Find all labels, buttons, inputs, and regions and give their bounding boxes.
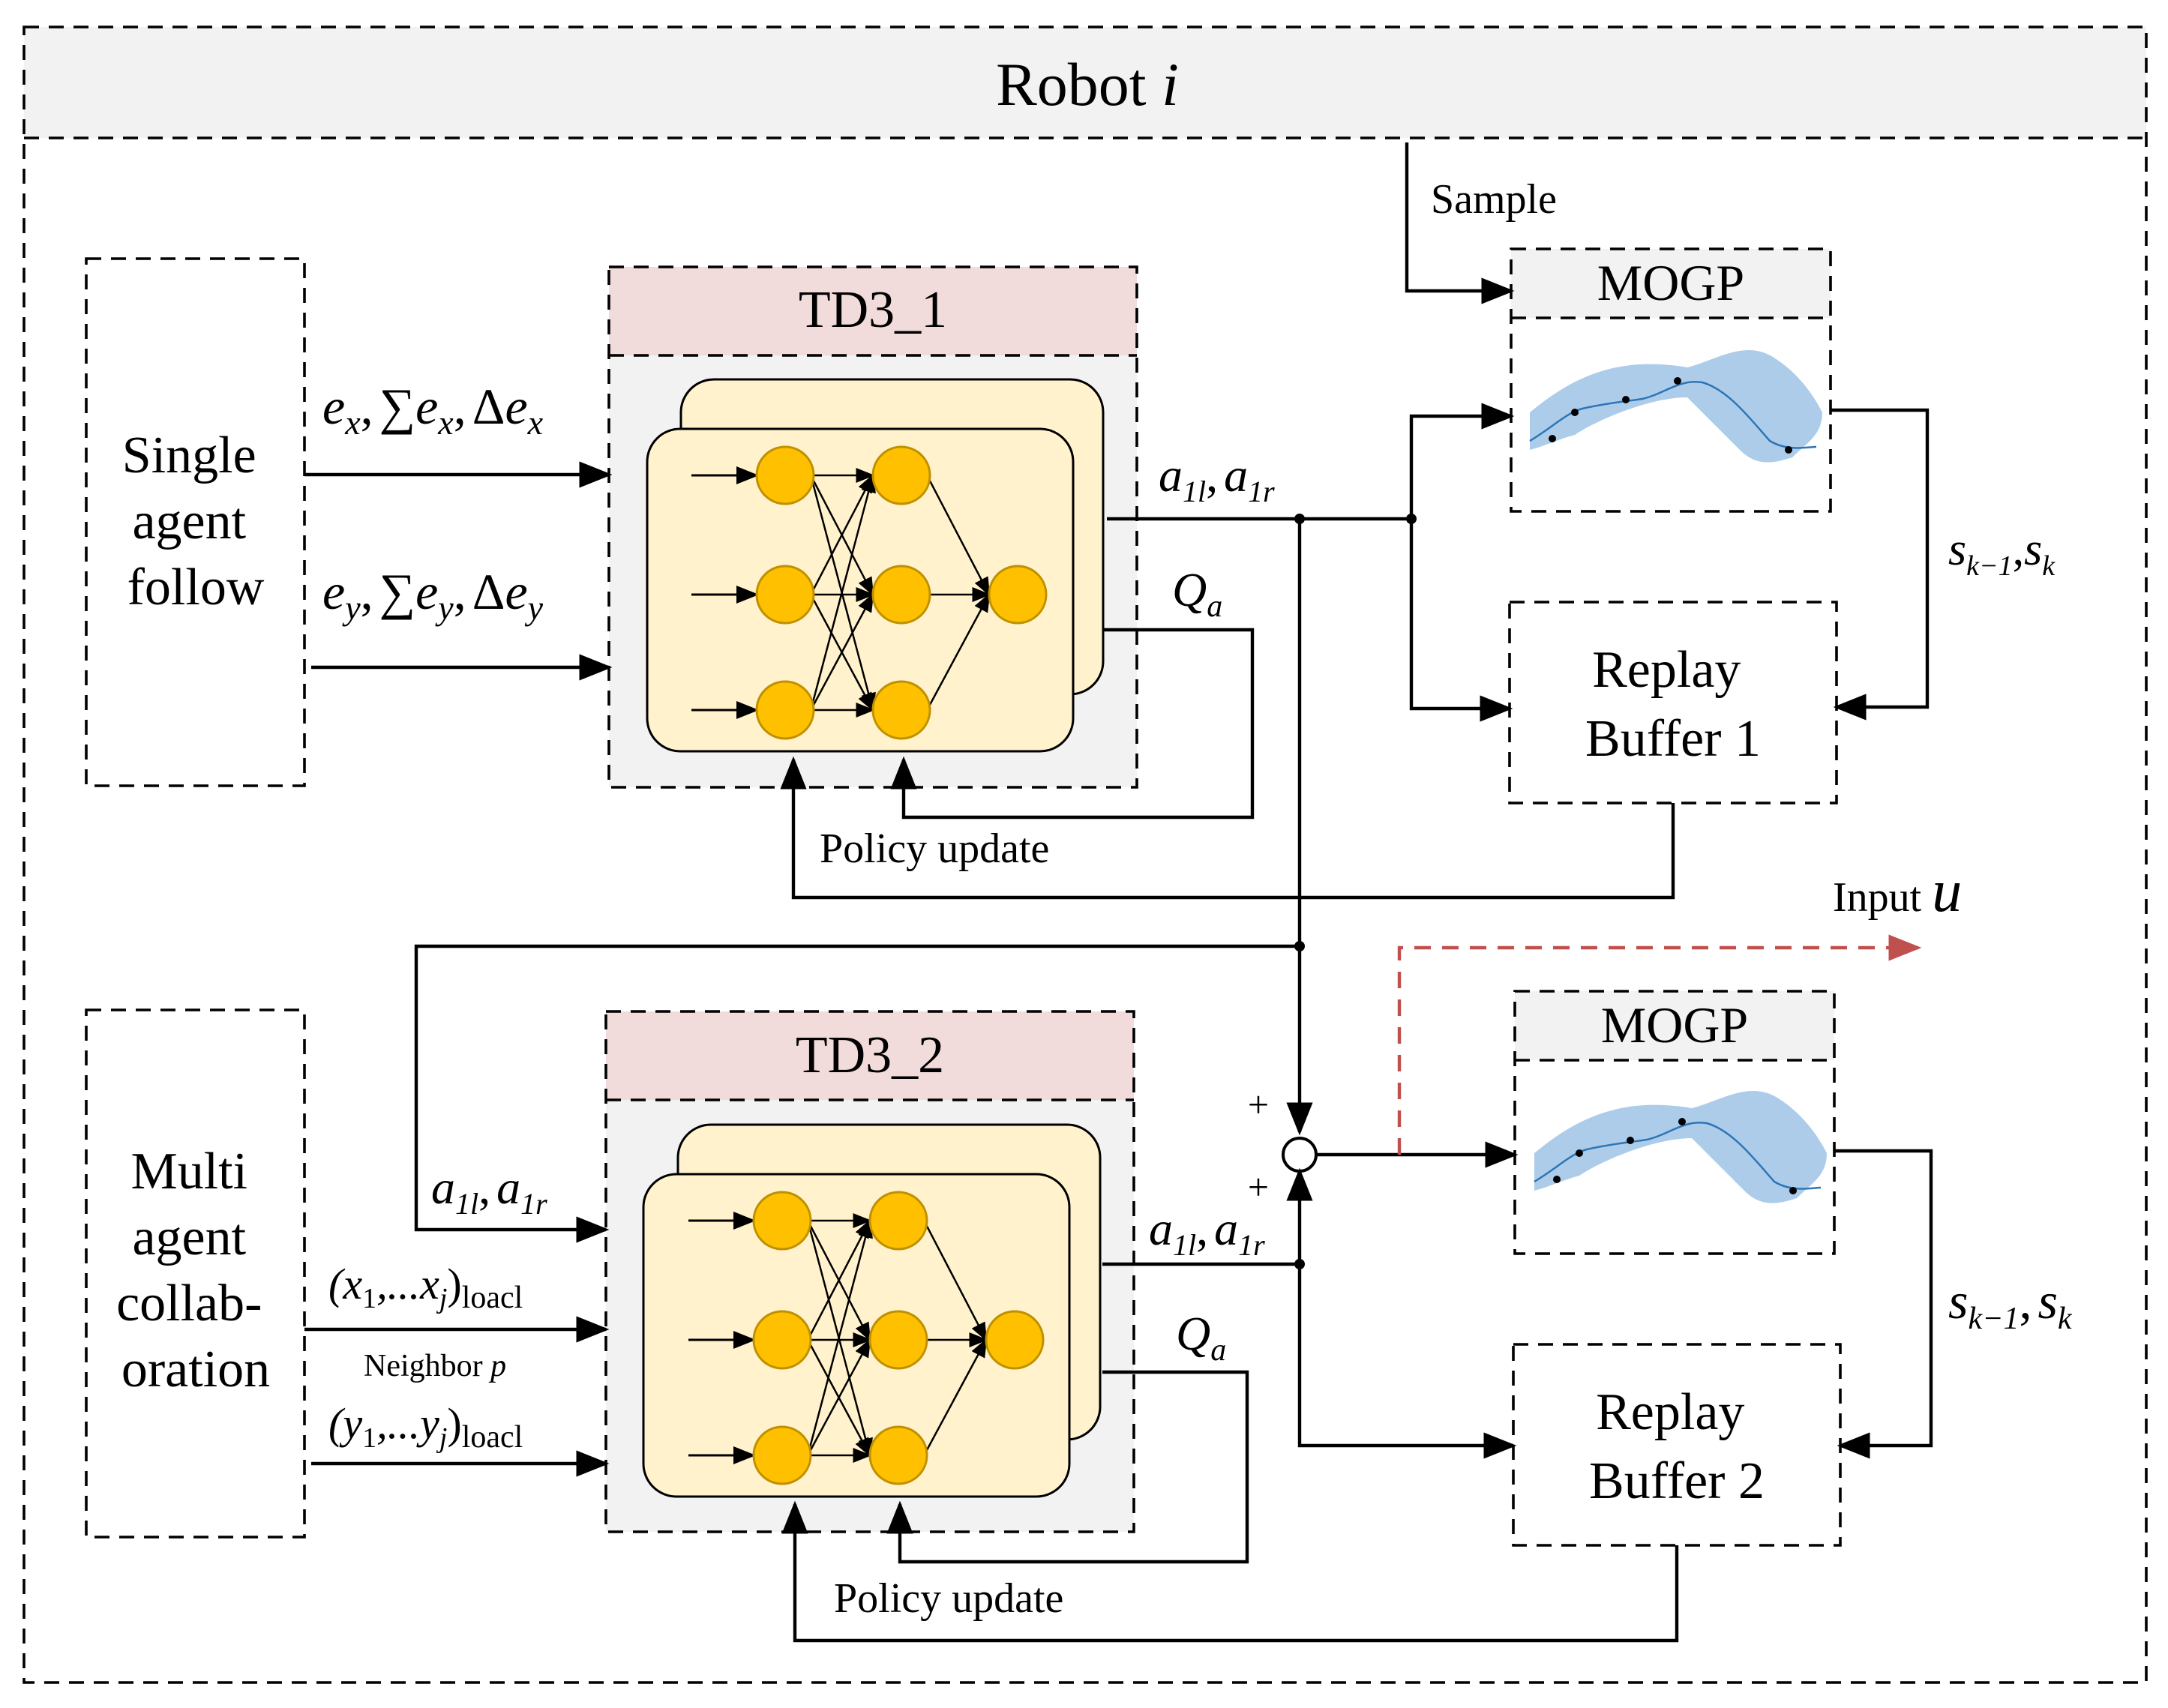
replay-2-policy-update-arrow [781,1500,1679,1643]
neuron [871,445,931,505]
neuron [868,1425,928,1485]
qa-1-policy-update-loop [890,628,1255,820]
neuron [755,680,815,740]
state-2-label: sk−1,sk [1948,1272,2073,1336]
state-1-label: sk−1,sk [1948,524,2056,582]
mogp-bottom-block: MOGP [1513,990,1836,1255]
neuron [752,1310,812,1370]
mogp-bottom-confidence-band [1534,1091,1827,1203]
neuron [755,445,815,505]
replay-buffer-1 [1508,601,1838,805]
outer-frame [22,25,2148,1684]
action-1-to-td3-2-arrow [414,944,1300,1243]
q-value-2-label: Qa [1176,1307,1226,1368]
neuron [755,565,815,625]
neuron [868,1191,928,1251]
neighbor-label: Neighbor p [364,1349,506,1383]
replay-buffer-2-label: Replay Buffer 2 [1589,1383,1765,1510]
neuron [871,565,931,625]
network-connection [926,475,991,597]
mogp-bottom-sample-point [1678,1118,1686,1125]
td3-2-block: TD3_2 [604,1010,1135,1533]
mogp-top-block: MOGP [1510,247,1832,513]
sample-arrow [1405,142,1515,304]
mogp-1-state-feedback-arrow [1831,408,1930,721]
network-connection [923,1338,988,1456]
control-input-arrow [1397,934,1922,1155]
mogp-2-state-feedback-arrow [1834,1149,1933,1459]
neuron [752,1191,812,1251]
td3-1-neural-network [691,445,1048,740]
error-y-label: ey,∑ey,Δey [322,563,544,627]
single-agent-follow-label: Single agent follow [122,427,269,616]
mogp-bottom-sample-point [1553,1176,1561,1183]
plus-sign-top: + [1248,1083,1269,1125]
x-local-label: (x1,...xj)loacl [328,1260,523,1315]
mogp-bottom-title: MOGP [1601,996,1749,1053]
mogp-top-sample-point [1571,409,1579,416]
action-1-to-replay-arrow [1409,519,1513,722]
replay-buffer-2 [1512,1343,1842,1547]
neuron [988,565,1048,625]
mogp-bottom-sample-point [1627,1137,1634,1144]
td3-1-header [609,267,1137,355]
network-connection [809,473,876,711]
action-1-to-mogp-arrow [1409,403,1515,519]
network-connection [806,1218,873,1456]
network-connection [810,592,874,711]
sum-junction [1282,1137,1318,1173]
input-u-label: Input u [1833,858,1962,924]
mogp-bottom-sample-point [1576,1149,1583,1157]
neuron [752,1425,812,1485]
td3-1-title: TD3_1 [799,281,947,339]
mogp-bottom-header [1515,991,1834,1060]
network-connection [807,1338,871,1456]
neuron [868,1310,928,1370]
mogp-top-title: MOGP [1597,254,1745,311]
neuron [871,680,931,740]
td3-2-title: TD3_2 [796,1026,944,1084]
plus-sign-bottom: + [1248,1166,1269,1208]
action-1-label: a1l,a1r [1159,448,1275,508]
title-bar [24,27,2146,138]
mogp-top-sample-point [1674,377,1681,385]
q-value-1-label: Qa [1172,563,1222,624]
policy-update-top-label: Policy update [820,826,1049,872]
policy-update-bottom-label: Policy update [834,1575,1063,1622]
mogp-bottom-gp-plot [1534,1091,1827,1203]
mogp-top-sample-point [1785,446,1792,454]
mogp-top-header [1511,249,1831,318]
y-local-label: (y1,...yj)loacl [328,1399,523,1455]
td3-2-neural-network [688,1191,1045,1485]
robot-title: Robot i [996,50,1179,118]
td3-1-block: TD3_1 [607,265,1138,789]
mogp-bottom-sample-point [1789,1187,1797,1194]
mogp-top-sample-point [1622,396,1630,403]
action-2-to-replay-arrow [1297,1264,1517,1459]
network-connection [926,592,991,711]
multi-agent-collaboration-label: Multi agent collab- oration [116,1143,275,1398]
mogp-top-mean-curve [1529,380,1816,449]
mogp-top-gp-plot [1529,350,1822,463]
action-1-feedback-label: a1l,a1r [431,1161,547,1221]
replay-1-policy-update-arrow [780,756,1675,900]
single-agent-follow-panel [85,257,306,787]
network-connection [923,1220,988,1342]
network-connection [810,473,874,595]
td3-2-header [606,1011,1134,1100]
sample-label: Sample [1431,176,1557,223]
network-connection [807,1218,871,1341]
mogp-top-confidence-band [1530,350,1822,463]
qa-2-policy-update-loop [886,1370,1249,1564]
mogp-bottom-mean-curve [1534,1121,1821,1190]
mogp-top-sample-point [1549,435,1556,442]
action-2-label: a1l,a1r [1149,1202,1265,1262]
replay-buffer-1-label: Replay Buffer 1 [1585,641,1761,768]
multi-agent-collaboration-panel [85,1008,306,1539]
neuron [985,1310,1045,1370]
error-x-label: ex,∑ex,Δex [322,378,544,442]
junction-dot [1406,514,1417,524]
